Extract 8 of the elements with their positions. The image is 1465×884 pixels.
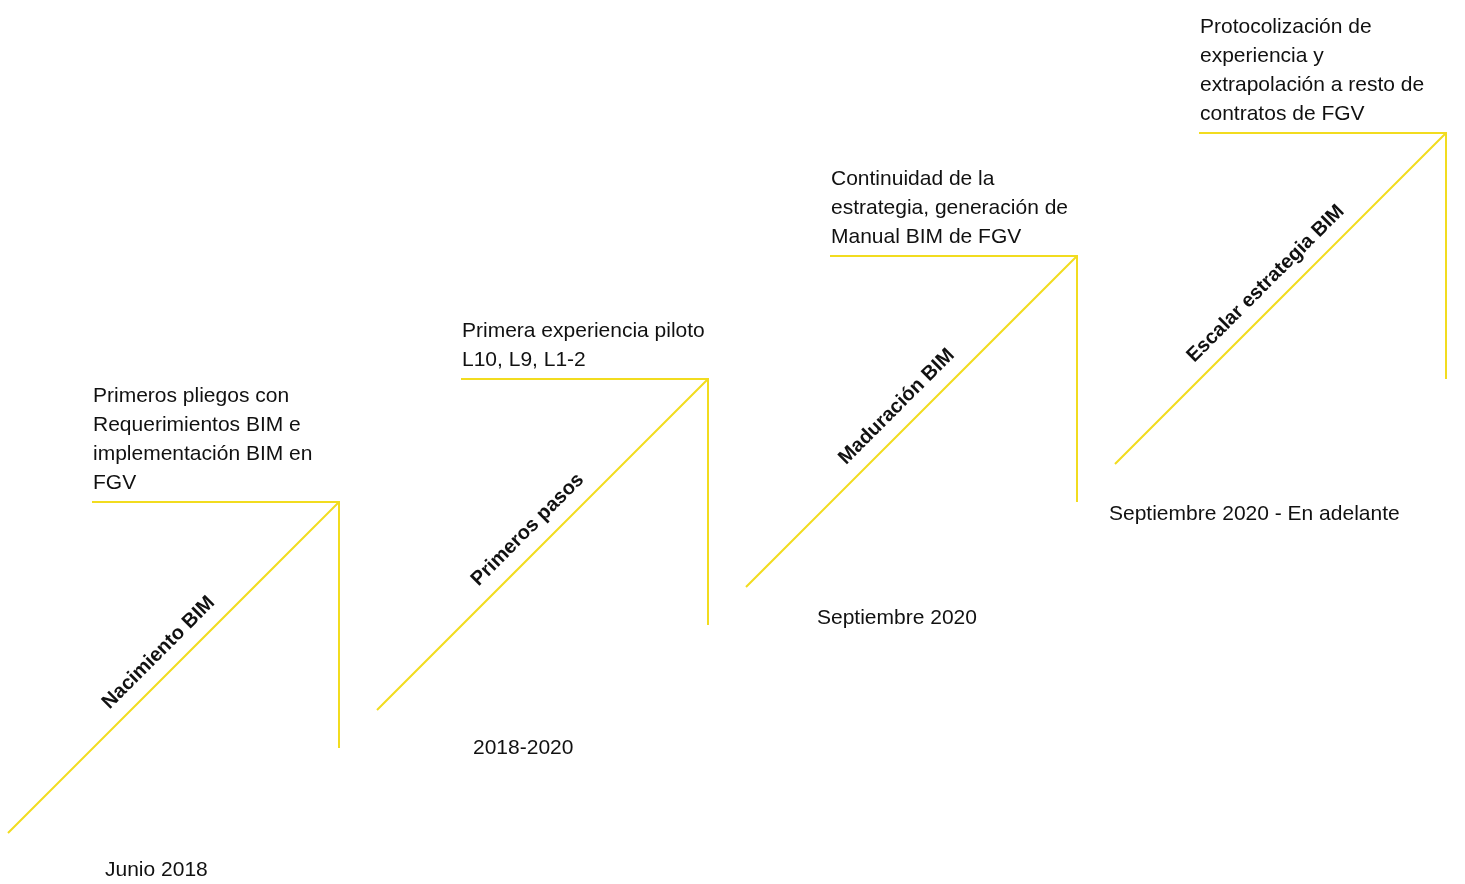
stage-description: Protocolización de experiencia y extrapolación a resto de contratos de FGV (1200, 13, 1426, 126)
stage-date: 2018-2020 (473, 735, 574, 759)
stage-description: Primeros pliegos con Requerimientos BIM e implementación BIM en FGV (93, 382, 314, 495)
stage-date: Septiembre 2020 - En adelante (1109, 501, 1400, 525)
stage-description: Primera experiencia piloto L10, L9, L1-2 (462, 317, 706, 372)
stage-description: Continuidad de la estrategia, generación de Manual BIM de FGV (831, 165, 1069, 249)
stage-date: Junio 2018 (105, 857, 208, 881)
stage-date: Septiembre 2020 (817, 605, 977, 629)
